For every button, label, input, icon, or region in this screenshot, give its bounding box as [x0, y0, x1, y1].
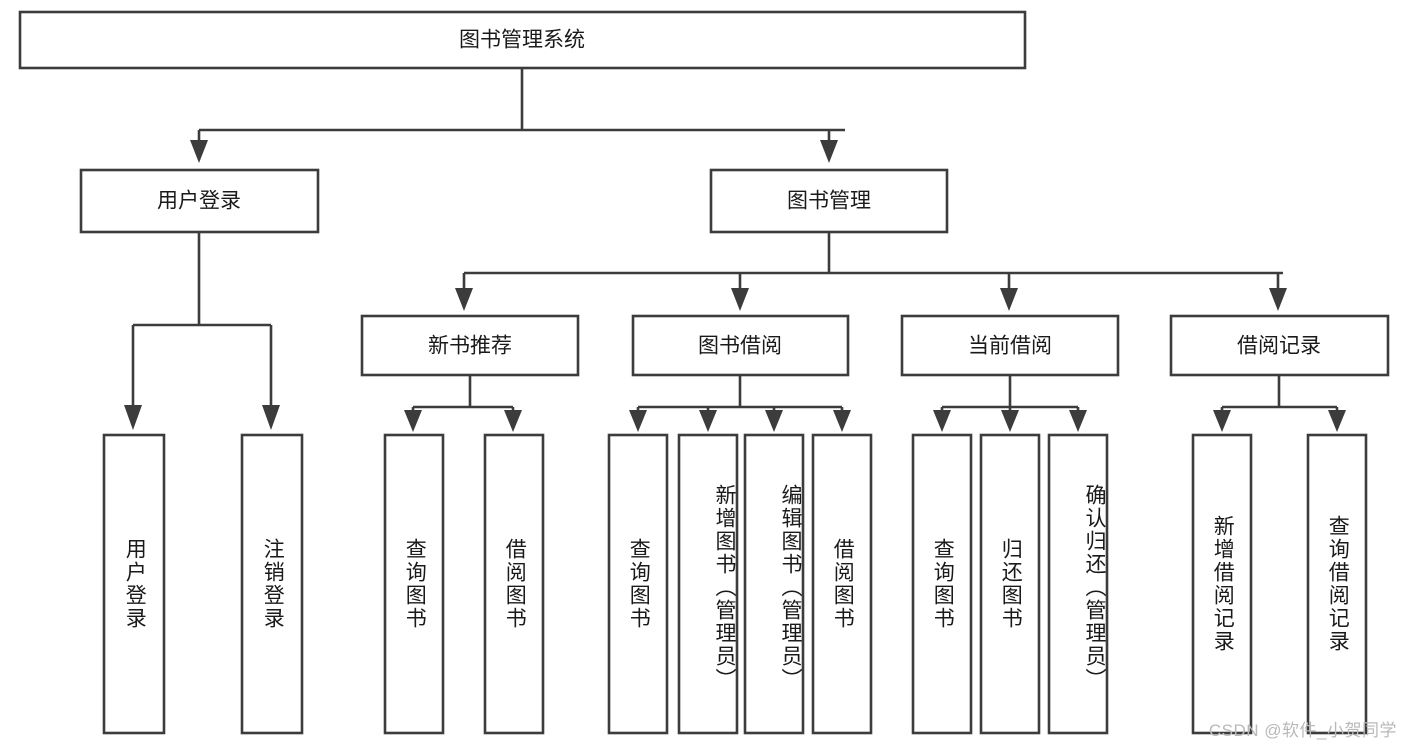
leaf-current-borrow-1-box[interactable] [911, 433, 973, 735]
arrow-borrow-record-leaf-2 [1328, 410, 1346, 432]
node-new-book-recommend-box[interactable] [360, 314, 580, 377]
arrow-user-login-leaf-2 [262, 405, 280, 430]
arrow-book-borrow-leaf-3 [765, 410, 783, 432]
arrow-book-borrow-leaf-2 [699, 410, 717, 432]
leaf-user-login-1-box[interactable] [102, 433, 166, 735]
leaf-book-borrow-1-box[interactable] [607, 433, 669, 735]
arrow-current-borrow-leaf-3 [1069, 410, 1087, 432]
arrow-new-book-leaf-1 [404, 410, 422, 432]
leaf-borrow-record-1-box[interactable] [1191, 433, 1253, 735]
node-book-management-label: 图书管理 [787, 190, 871, 213]
node-root-box[interactable] [18, 10, 1027, 70]
arrow-user-login-leaf-1 [124, 405, 142, 430]
node-current-borrow-label: 当前借阅 [968, 335, 1052, 358]
node-new-book-recommend-label: 新书推荐 [428, 335, 512, 358]
arrow-current-borrow-leaf-2 [1001, 410, 1019, 432]
leaf-current-borrow-3-box[interactable] [1047, 433, 1109, 735]
node-root-label: 图书管理系统 [459, 29, 585, 52]
arrow-new-book-leaf-2 [504, 410, 522, 432]
node-book-management-box[interactable] [709, 168, 949, 234]
node-user-login-label: 用户登录 [157, 190, 241, 213]
leaf-borrow-record-2-box[interactable] [1306, 433, 1368, 735]
node-current-borrow-box[interactable] [900, 314, 1120, 377]
leaf-book-borrow-4-box[interactable] [811, 433, 873, 735]
leaf-current-borrow-2-box[interactable] [979, 433, 1041, 735]
arrow-book-borrow-leaf-4 [833, 410, 851, 432]
csdn-watermark: CSDN @软件_小贺同学 [1208, 721, 1397, 740]
arrow-borrow-record-leaf-1 [1213, 410, 1231, 432]
node-book-borrow-box[interactable] [631, 314, 850, 377]
arrow-root-to-book-mgmt [820, 140, 838, 163]
arrow-book-mgmt-to-book-borrow [731, 288, 749, 311]
arrow-current-borrow-leaf-1 [933, 410, 951, 432]
leaf-user-login-2-box[interactable] [240, 433, 304, 735]
node-book-borrow-label: 图书借阅 [698, 335, 782, 358]
arrow-root-to-user-login [190, 140, 208, 163]
leaf-new-book-1-box[interactable] [383, 433, 445, 735]
arrow-book-borrow-leaf-1 [629, 410, 647, 432]
leaf-book-borrow-2-box[interactable] [677, 433, 739, 735]
leaf-new-book-2-box[interactable] [483, 433, 545, 735]
arrow-book-mgmt-to-borrow-record [1269, 288, 1287, 311]
node-borrow-record-label: 借阅记录 [1237, 335, 1321, 358]
arrow-book-mgmt-to-new-book [455, 288, 473, 311]
arrow-book-mgmt-to-current-borrow [1000, 288, 1018, 311]
node-borrow-record-box[interactable] [1169, 314, 1390, 377]
leaf-book-borrow-3-box[interactable] [743, 433, 805, 735]
